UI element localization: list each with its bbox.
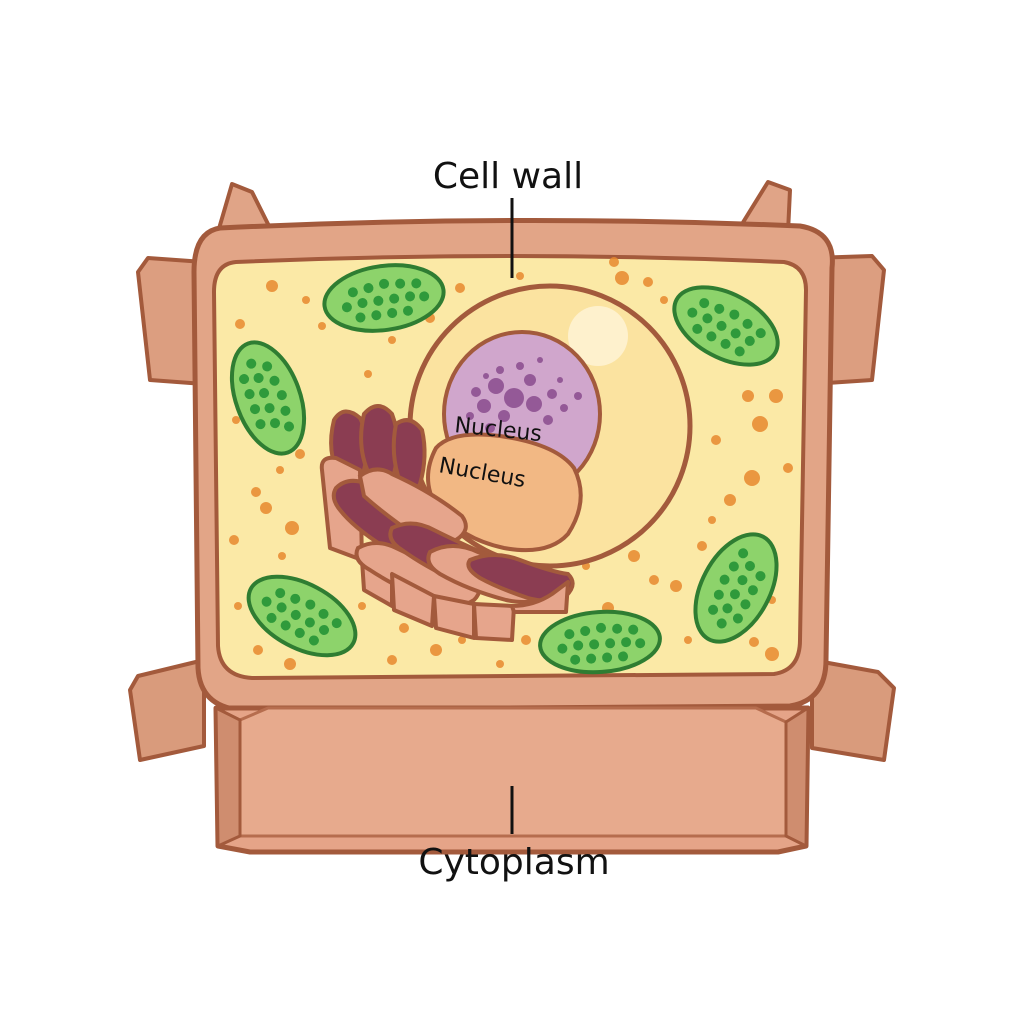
chloroplasts [229, 263, 780, 675]
nucleus: Nucleus Nucleus [407, 283, 693, 569]
chloroplast [672, 285, 780, 367]
cytoplasm-label: Cytoplasm [418, 842, 609, 883]
chloroplast [538, 609, 662, 675]
chloroplast [693, 532, 779, 644]
chloroplast [246, 574, 358, 658]
golgi-apparatus [319, 404, 575, 642]
cell-wall-label: Cell wall [433, 156, 583, 197]
chloroplast [229, 340, 307, 456]
chloroplast [322, 263, 446, 333]
